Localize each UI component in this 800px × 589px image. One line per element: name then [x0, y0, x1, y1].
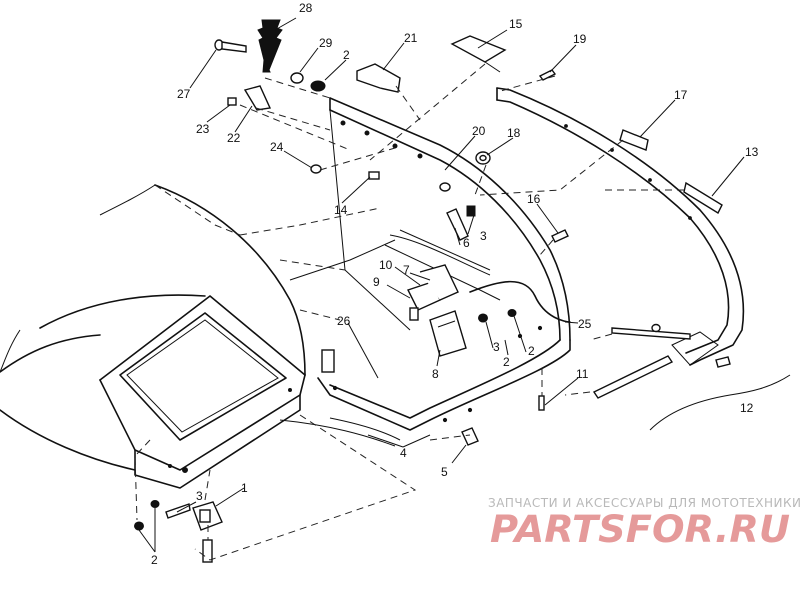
callout-18: 18	[507, 126, 521, 140]
callout-23: 23	[196, 122, 210, 136]
callout-12: 12	[740, 401, 754, 415]
callout-3: 3	[480, 229, 487, 243]
watermark-logo-text: PARTSFOR.RU	[490, 509, 790, 549]
callout-22: 22	[227, 131, 241, 145]
callout-29: 29	[319, 36, 333, 50]
callout-25: 25	[578, 317, 592, 331]
hood-body	[0, 184, 306, 489]
callout-15: 15	[509, 17, 523, 31]
callout-26: 26	[337, 314, 351, 328]
watermark-tagline: ЗАПЧАСТИ И АКСЕССУАРЫ ДЛЯ МОТОТЕХНИКИ	[488, 496, 800, 510]
callout-4: 4	[400, 446, 407, 460]
callout-2-bottom: 2	[151, 553, 158, 567]
callout-16: 16	[527, 192, 541, 206]
callout-28: 28	[299, 1, 313, 15]
callout-7: 7	[403, 263, 410, 277]
callout-19: 19	[573, 32, 587, 46]
watermark-logo: PARTSFOR.RU	[490, 509, 790, 549]
callout-24: 24	[270, 140, 284, 154]
callout-2-right: 2	[528, 344, 535, 358]
callout-2: 2	[343, 48, 350, 62]
callout-17: 17	[674, 88, 688, 102]
callout-3-center: 3	[493, 340, 500, 354]
callout-13: 13	[745, 145, 759, 159]
bumper-pan	[289, 97, 571, 431]
callout-3-bottom: 3	[196, 489, 203, 503]
callout-11: 11	[576, 367, 589, 381]
callout-21: 21	[404, 31, 418, 45]
small-parts	[134, 19, 731, 563]
callout-9: 9	[373, 275, 380, 289]
front-rail	[496, 87, 745, 366]
leader-lines	[138, 17, 791, 553]
callout-labels: 28 29 2 21 15 19 27 23 22 24 20 18 17 13…	[151, 1, 759, 567]
callout-10: 10	[379, 258, 393, 272]
callout-14: 14	[334, 203, 348, 217]
callout-2-center: 2	[503, 355, 510, 369]
callout-20: 20	[472, 124, 486, 138]
callout-27: 27	[177, 87, 191, 101]
callout-5: 5	[441, 465, 448, 479]
callout-1: 1	[241, 481, 248, 495]
assembly-lines	[134, 63, 684, 561]
callout-6: 6	[463, 236, 470, 250]
callout-8: 8	[432, 367, 439, 381]
